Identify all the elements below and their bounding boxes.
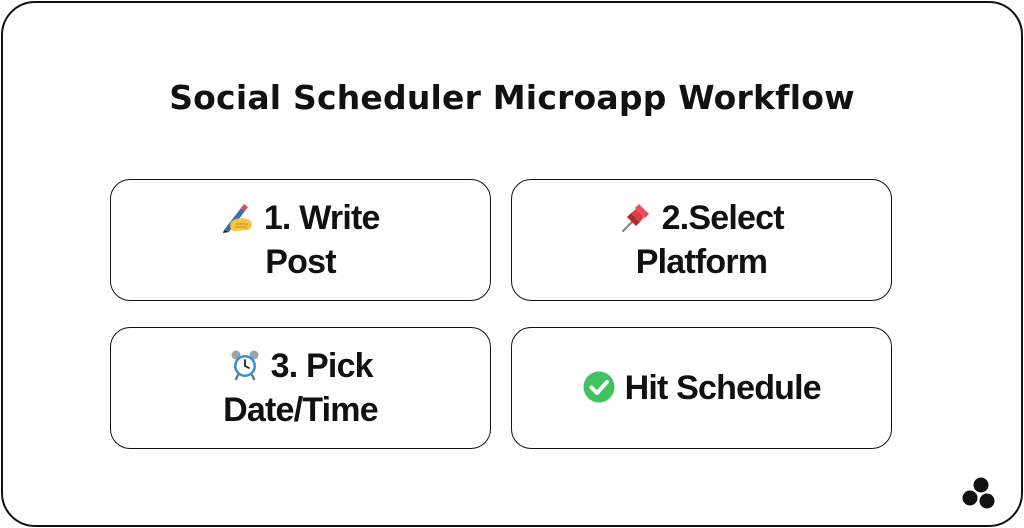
writing-hand-icon <box>223 204 253 233</box>
check-mark-icon <box>583 371 615 403</box>
step-label: 3. Pick Date/Time <box>223 347 378 429</box>
alarm-clock-icon <box>231 350 259 381</box>
step-label: 2.Select Platform <box>635 199 785 281</box>
pushpin-icon <box>622 204 650 233</box>
step-pick-date-time: 3. Pick Date/Time <box>110 327 491 449</box>
diagram-title: Social Scheduler Microapp Workflow <box>169 78 855 117</box>
step-select-platform: 2.Select Platform <box>511 179 892 301</box>
step-label: 1. Write Post <box>263 199 381 281</box>
step-write-post: 1. Write Post <box>110 179 491 301</box>
step-label: Hit Schedule <box>624 369 822 407</box>
three-circles-logo-icon <box>962 477 995 509</box>
step-hit-schedule: Hit Schedule <box>511 327 892 449</box>
